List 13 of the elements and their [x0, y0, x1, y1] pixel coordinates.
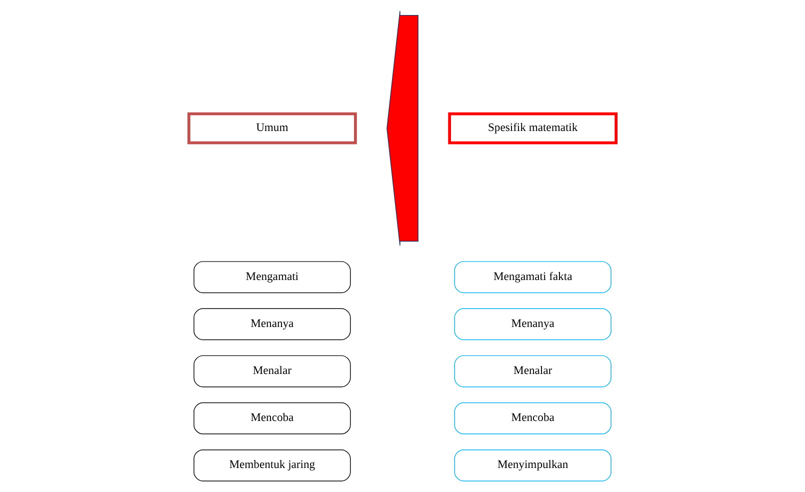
- node-box: Umum: [187, 112, 357, 144]
- node-box: Spesifik matematik: [448, 112, 618, 144]
- node-box: Mencoba: [194, 402, 351, 434]
- node-box: Mencoba: [454, 402, 612, 434]
- node-box: Menanya: [454, 308, 612, 340]
- node-box: Menalar: [454, 355, 612, 388]
- node-box: Mengamati: [194, 261, 351, 294]
- node-box: Menyimpulkan: [454, 449, 612, 482]
- node-box: Menalar: [194, 355, 351, 388]
- node-arrow: [386, 10, 418, 246]
- node-box: Menanya: [194, 308, 351, 340]
- node-box: Mengamati fakta: [454, 261, 612, 294]
- node-box: Membentuk jaring: [194, 449, 351, 482]
